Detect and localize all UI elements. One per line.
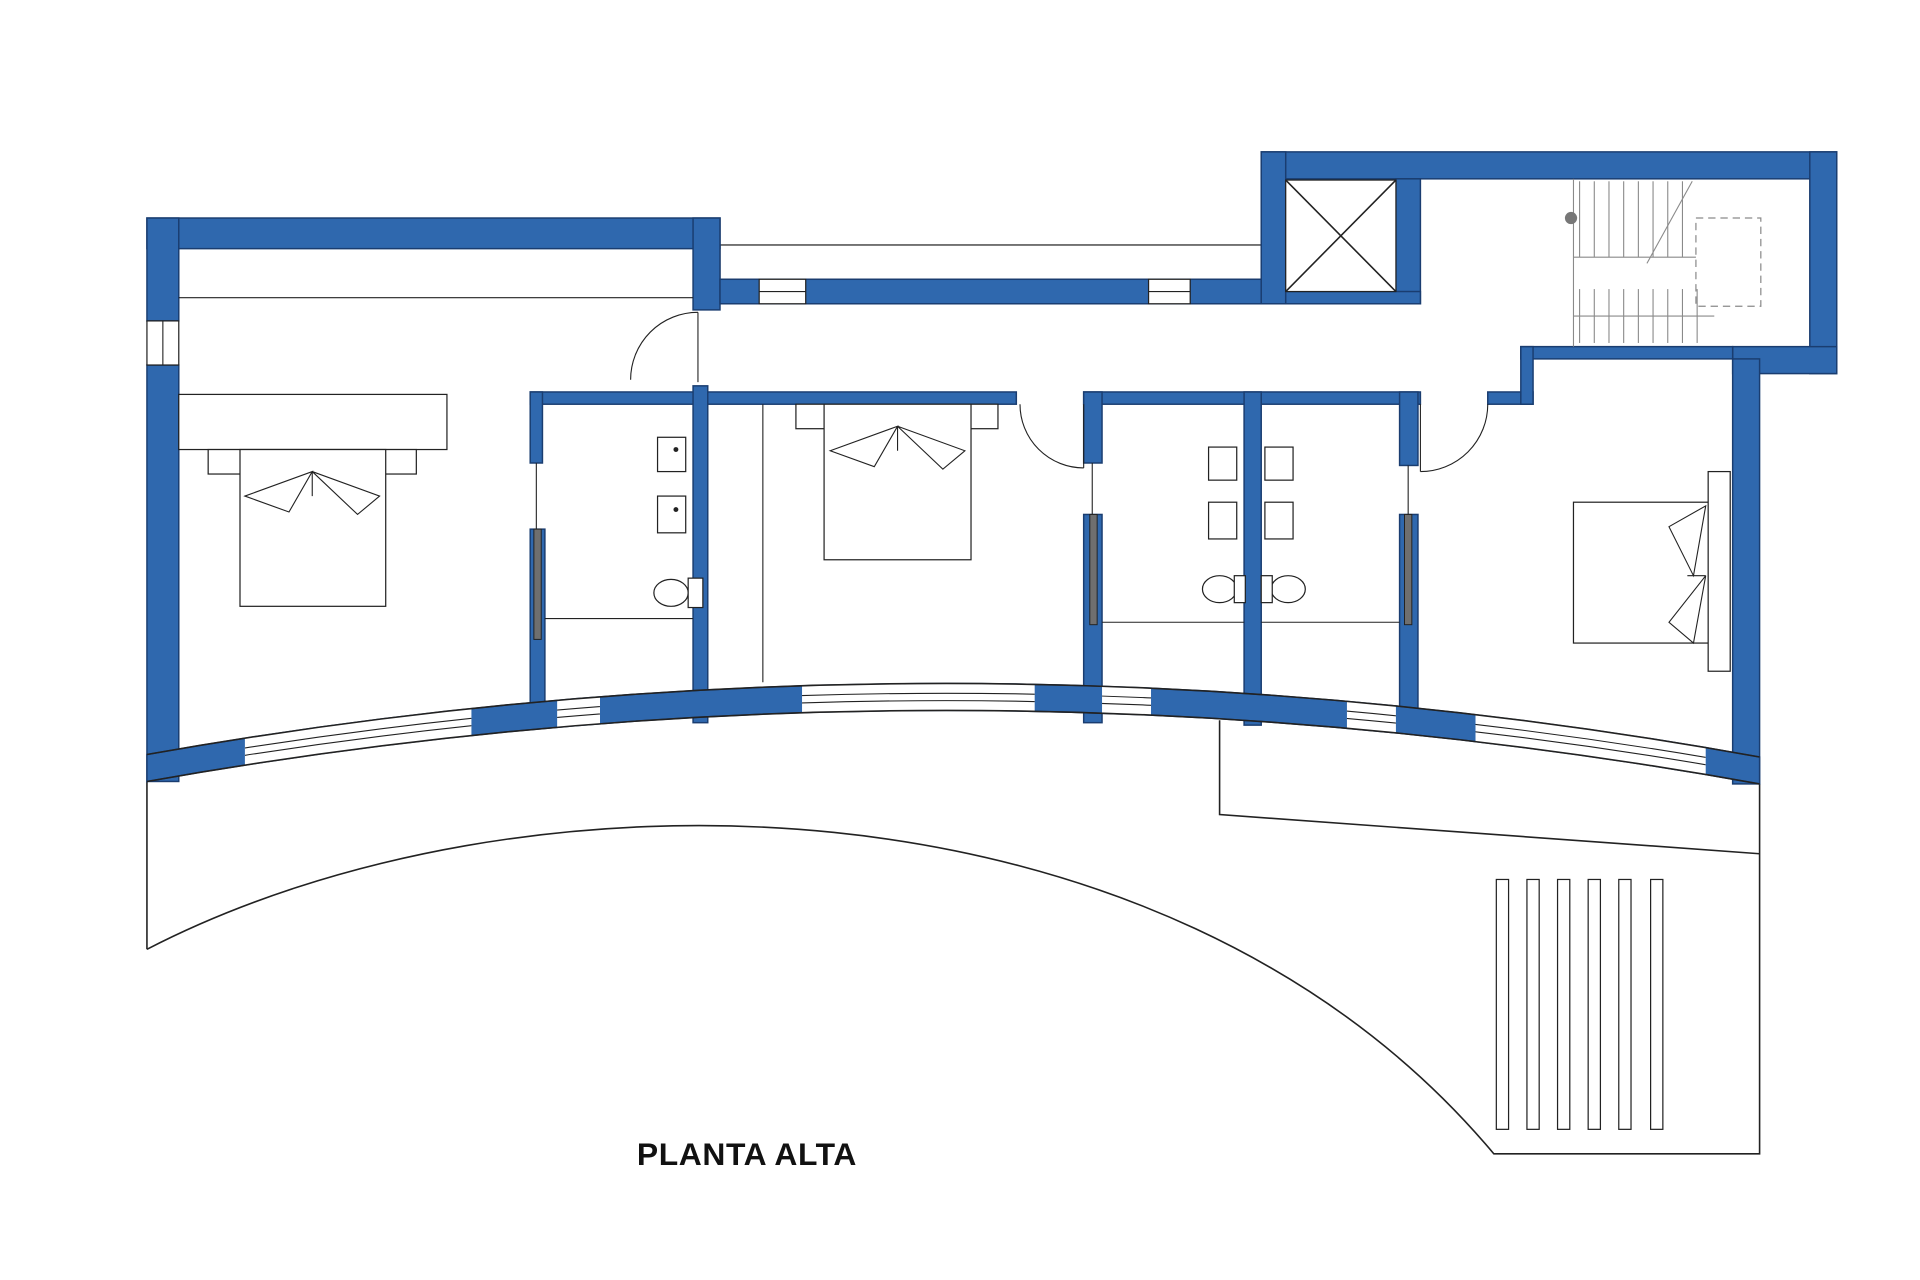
core-left-wall [1260,151,1287,305]
parking-stripe [1495,878,1510,1130]
facade-inner-edge [146,682,1760,758]
facade-glass-lines [244,692,1706,775]
door-swing-bedroom-2 [1019,404,1084,469]
toilet-icon [1201,575,1238,604]
facade-window [244,683,472,784]
toilet-icon [1270,575,1306,604]
sink-icon [656,495,687,534]
elevator-right-wall [1395,178,1422,305]
headboard [1707,470,1731,672]
sink-icon [656,436,687,473]
bedside-counter [178,393,448,451]
elevator-cross [1285,179,1397,293]
ramp-outline [1218,720,1760,855]
stair-start-dot [1564,211,1578,225]
elevator-shaft [1285,179,1397,293]
toilet-tank-icon [1260,575,1273,604]
right-block-right-wall [1731,358,1761,785]
bathroom-2 [1102,446,1246,623]
terrace-curved-edge [146,783,1761,1155]
left-wall-upper [146,217,180,322]
core-top-wall [1260,151,1838,180]
parking-stripe [1587,878,1602,1130]
bedroom-2 [762,403,999,683]
pillow-icon [828,425,966,470]
bath2-left-wall-upper [1082,391,1103,464]
bed [239,448,387,607]
straight-wall-windows [146,278,1191,366]
facade-outer-edge [146,709,1760,785]
door-swing-right-bedroom [1420,404,1489,473]
parking-stripe [1650,878,1664,1130]
tap-icon [673,507,679,512]
corridor-ledge [719,244,1262,280]
exterior-walls [146,151,1838,785]
stair-direction-line [1646,181,1693,264]
bath1-sliding-door [533,528,542,640]
parking-stripe [1556,878,1571,1130]
left-block-right-wall [692,217,721,311]
bed [823,403,972,561]
right-bedroom [1572,470,1731,672]
pillow-icon [1668,504,1707,645]
partition-top-left [529,391,1018,405]
left-bedroom [178,297,694,607]
bath3-sliding-door [1404,513,1413,626]
doors [533,311,1489,640]
staircase [1564,178,1762,347]
terrace-outline [146,720,1761,1155]
stair-dashed-outline [1695,217,1762,307]
glass-line [244,692,1706,768]
bathroom-3 [1260,446,1400,623]
bathroom-1 [544,436,704,620]
parking-stripe [1526,878,1540,1130]
sink-icon [1207,446,1238,481]
toilet-tank-icon [687,577,704,609]
bath-middle-wall [1243,391,1262,726]
toilet-tank-icon [1233,575,1246,604]
facade-window [1346,683,1396,784]
glass-line [244,700,1706,775]
sink-icon [1207,501,1238,540]
door-swing-left-bedroom [630,311,698,380]
right-room-top-wall [1520,345,1734,360]
toilet-icon [653,578,689,607]
bed [1572,501,1713,644]
parking-stripes [1495,878,1664,1130]
pillow-icon [243,470,381,516]
tap-icon [673,447,679,452]
right-room-top-left-wall [1520,345,1534,405]
facade-window [557,683,600,784]
curved-facade-wall [146,682,1761,785]
facade-window [1102,683,1152,784]
bath1-left-wall-upper [529,391,544,464]
elevator-bottom-wall [1284,290,1422,305]
sink-icon [1264,446,1294,481]
core-right-wall [1809,151,1838,375]
plan-title: PLANTA ALTA [637,1136,857,1172]
partition-walls [529,385,1534,726]
bath3-right-wall-upper [1398,391,1419,467]
left-wall-lower [146,364,180,783]
parking-stripe [1618,878,1632,1130]
left-block-top-wall [146,217,721,250]
bath1-right-wall [692,385,709,724]
bath2-sliding-door [1089,513,1098,626]
sink-icon [1264,501,1294,540]
